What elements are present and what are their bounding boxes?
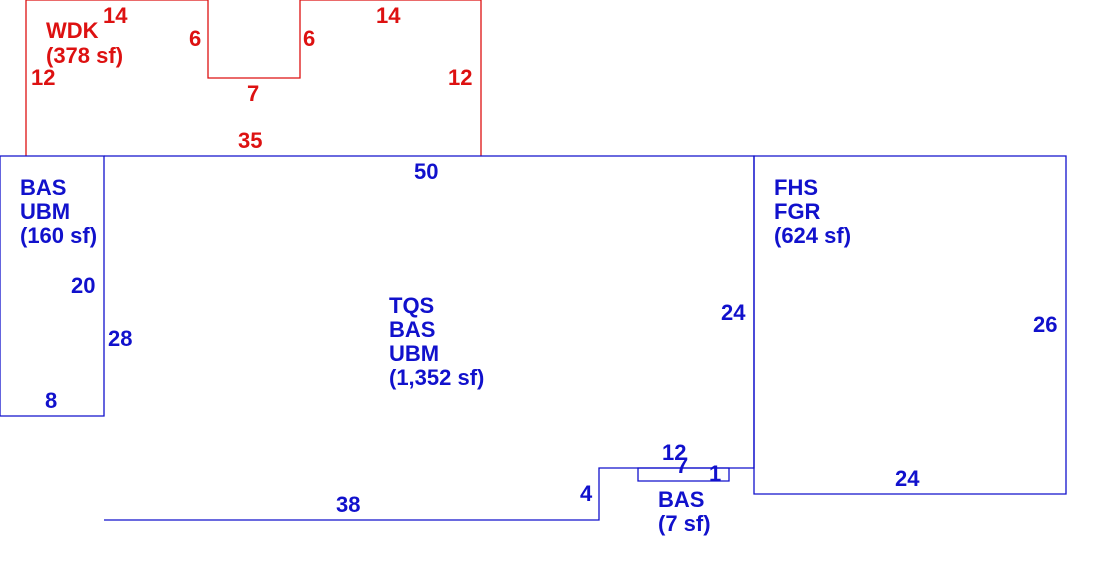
main-area: (1,352 sf) — [389, 365, 484, 390]
dim-main-top: 50 — [414, 159, 438, 184]
dim-step-top: 12 — [662, 440, 686, 465]
main-code1: TQS — [389, 293, 434, 318]
dim-left-wing-inner: 20 — [71, 273, 95, 298]
bas-left-code2: UBM — [20, 199, 70, 224]
bas-small-outline — [637, 467, 730, 482]
main-code2: BAS — [389, 317, 435, 342]
dim-wdk-notch-right: 6 — [303, 26, 315, 51]
wdk-area-label: (378 sf) — [46, 43, 123, 68]
dim-wdk-bottom: 35 — [238, 128, 262, 153]
dim-small-width: 7 — [676, 453, 688, 478]
bas-small-code: BAS — [658, 487, 704, 512]
dim-wdk-right: 12 — [448, 65, 472, 90]
dim-fhs-right: 26 — [1033, 312, 1057, 337]
dim-main-right: 24 — [721, 300, 746, 325]
dim-wdk-notch-bottom: 7 — [247, 81, 259, 106]
bas-left-outline — [0, 155, 105, 417]
main-code3: UBM — [389, 341, 439, 366]
dim-wdk-top-left: 14 — [103, 3, 128, 28]
dim-wdk-top-right: 14 — [376, 3, 401, 28]
dim-left-wing-bottom: 8 — [45, 388, 57, 413]
dim-main-bottom: 38 — [336, 492, 360, 517]
dim-small-height: 1 — [709, 461, 721, 486]
dim-fhs-bottom: 24 — [895, 466, 920, 491]
dim-left-wing-height: 28 — [108, 326, 132, 351]
bas-left-area: (160 sf) — [20, 223, 97, 248]
fhs-outline — [753, 155, 1067, 495]
dim-step-height: 4 — [580, 481, 593, 506]
fhs-area: (624 sf) — [774, 223, 851, 248]
fhs-code1: FHS — [774, 175, 818, 200]
dim-wdk-left: 12 — [31, 65, 55, 90]
dim-wdk-notch-left: 6 — [189, 26, 201, 51]
bas-left-code1: BAS — [20, 175, 66, 200]
wdk-code-label: WDK — [46, 18, 99, 43]
wdk-outline — [25, 0, 482, 156]
bas-small-area: (7 sf) — [658, 511, 711, 536]
fhs-code2: FGR — [774, 199, 821, 224]
